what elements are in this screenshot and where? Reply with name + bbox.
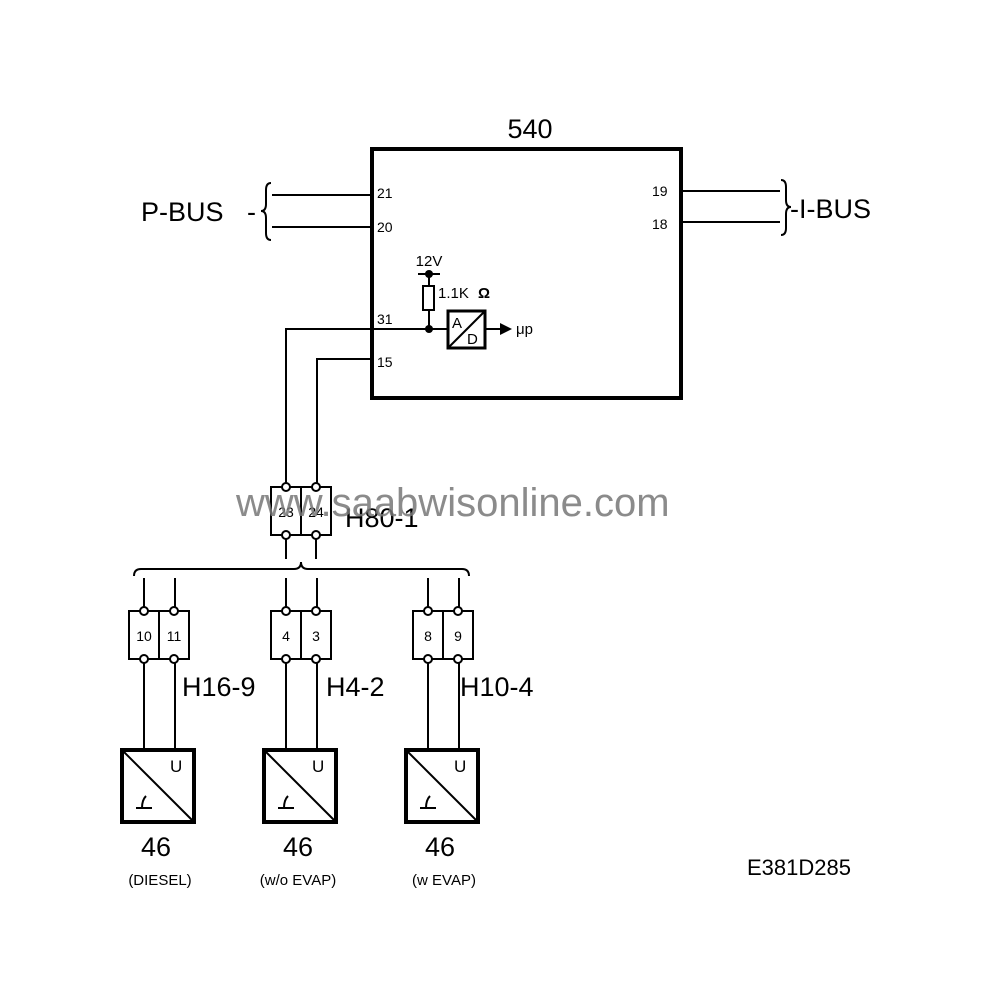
sensor-46-wo-evap: U 46 (w/o EVAP) — [260, 748, 338, 889]
p-bus-label: P-BUS — [141, 197, 224, 227]
pressure-icon — [278, 795, 294, 809]
connector-h80-1-label: H80-1 — [345, 503, 419, 533]
pin-19: 19 — [652, 183, 668, 199]
resistor-label: 1.1K — [438, 285, 469, 302]
sensor-46-diesel: U 46 (DIESEL) — [120, 748, 196, 889]
pin-3: 3 — [312, 628, 320, 644]
ecu-540: 540 21 20 19 18 31 15 12V 1.1K Ω A D μp — [370, 114, 683, 400]
pin-8: 8 — [424, 628, 432, 644]
pressure-icon — [420, 795, 436, 809]
pin-31: 31 — [377, 311, 393, 327]
sensor-46-w-evap: U 46 (w EVAP) — [404, 748, 480, 889]
sensor-u-label: U — [454, 757, 466, 776]
connector-h4-2-label: H4-2 — [326, 672, 385, 702]
connector-h80-1: 23 24 H80-1 — [270, 482, 419, 540]
pin-4: 4 — [282, 628, 290, 644]
pin-10: 10 — [136, 628, 152, 644]
i-bus-label: -I-BUS — [790, 194, 871, 224]
node-dot — [425, 270, 433, 278]
pin-20: 20 — [377, 219, 393, 235]
pin-15: 15 — [377, 354, 393, 370]
pin-23: 23 — [278, 504, 294, 520]
sensor-id: 46 — [283, 832, 313, 862]
pin-9: 9 — [454, 628, 462, 644]
ohm-symbol: Ω — [478, 285, 490, 302]
connector-h16-9: 10 11 H16-9 — [128, 606, 256, 702]
sensor-id: 46 — [141, 832, 171, 862]
connector-h4-2: 4 3 H4-2 — [270, 606, 385, 702]
arrow-icon — [500, 323, 512, 335]
node-dot — [425, 325, 433, 333]
h80-wires — [133, 539, 470, 577]
ecu-title: 540 — [507, 114, 552, 144]
pin-11: 11 — [167, 628, 182, 644]
branch-wo-evap: 4 3 H4-2 U 46 (w/o EVAP) — [260, 578, 385, 889]
connector-h10-4: 8 9 H10-4 — [412, 606, 534, 702]
ecu-box — [370, 147, 683, 400]
sensor-note: (DIESEL) — [128, 872, 191, 889]
p-bus: P-BUS - — [141, 182, 372, 241]
pin-21: 21 — [377, 185, 393, 201]
i-bus: -I-BUS — [681, 179, 871, 236]
sensor-note: (w/o EVAP) — [260, 872, 336, 889]
supply-label: 12V — [416, 253, 443, 270]
p-bus-dash: - — [247, 197, 256, 227]
ad-d-label: D — [467, 331, 478, 348]
connector-h10-4-label: H10-4 — [460, 672, 534, 702]
sensor-id: 46 — [425, 832, 455, 862]
ad-a-label: A — [452, 315, 462, 332]
branch-diesel: 10 11 H16-9 U 46 (DIESEL) — [120, 578, 256, 889]
pressure-icon — [136, 795, 152, 809]
output-label: μp — [516, 321, 533, 338]
sensor-note: (w EVAP) — [412, 872, 476, 889]
sensor-u-label: U — [312, 757, 324, 776]
drawing-code: E381D285 — [747, 855, 851, 880]
connector-h16-9-label: H16-9 — [182, 672, 256, 702]
ecu-wires — [285, 328, 372, 487]
pullup-circuit — [372, 273, 502, 350]
branch-w-evap: 8 9 H10-4 U 46 (w EVAP) — [404, 578, 534, 889]
watermark: www.saabwisonline.com — [235, 481, 670, 525]
pin-18: 18 — [652, 216, 668, 232]
pin-24: 24 — [308, 504, 324, 520]
branch-brace — [133, 561, 470, 577]
sensor-u-label: U — [170, 757, 182, 776]
